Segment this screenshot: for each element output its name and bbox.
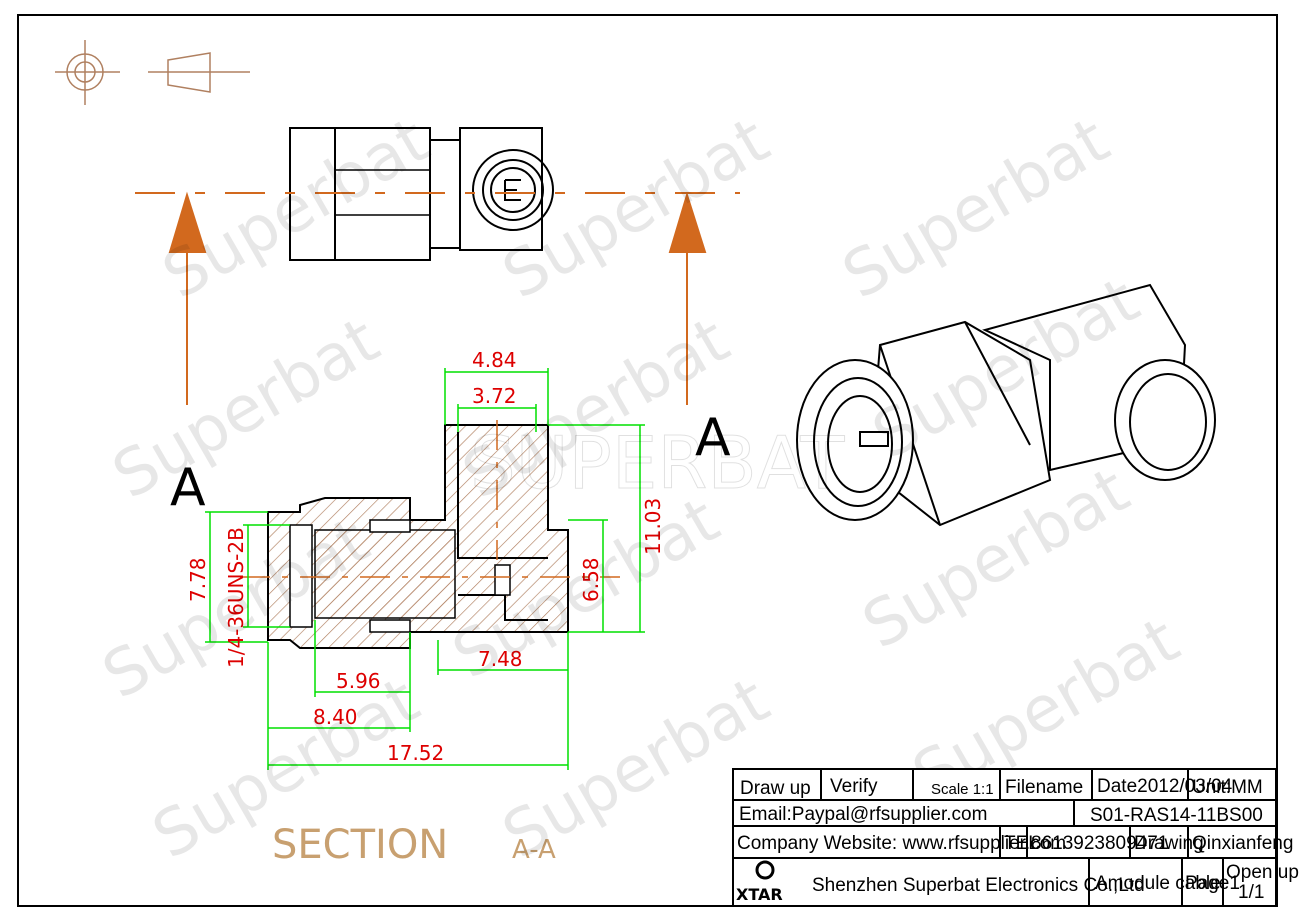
dim-6-58: 6.58 [579, 557, 603, 602]
xtar-logo: XTAR [736, 860, 783, 904]
title-block [732, 768, 1277, 907]
dim-4-84: 4.84 [472, 348, 517, 372]
section-view [240, 420, 620, 649]
page-label: Page1 [1185, 873, 1240, 894]
verify-label: Verify [830, 776, 878, 797]
svg-text:Superbat: Superbat [151, 104, 441, 314]
tel-number: 8613923809471 [1031, 833, 1168, 854]
date-label: Date2012/03/04 [1097, 776, 1233, 797]
svg-text:XTAR: XTAR [736, 885, 783, 904]
part-number: S01-RAS14-11BS00 [1090, 805, 1263, 826]
dim-17-52: 17.52 [387, 741, 444, 765]
dim-3-72: 3.72 [472, 384, 517, 408]
dim-5-96: 5.96 [336, 669, 381, 693]
product-name: Amodule cable [1095, 873, 1221, 894]
drawer-name: Qinxianfeng [1192, 833, 1293, 854]
section-marker-right: A [695, 408, 731, 468]
open-up-count: 1/1 [1238, 882, 1264, 903]
section-arrows [168, 191, 707, 405]
email-label: Email:Paypal@rfsupplier.com [739, 804, 987, 825]
connector-3d-view [796, 283, 1216, 527]
drawing-border [17, 14, 1278, 907]
draw-up-label: Draw up [740, 778, 811, 799]
drawing-label: Drawing [1134, 833, 1204, 854]
dim-thread: 1/4-36UNS-2B [224, 527, 248, 668]
tel-label: TEL [1004, 833, 1039, 854]
filename-label: Filename [1005, 777, 1083, 798]
company-name: Shenzhen Superbat Electronics Co.,Ltd [812, 875, 1145, 896]
dim-7-78: 7.78 [186, 557, 210, 602]
dimension-lines [205, 368, 645, 770]
dim-8-40: 8.40 [313, 705, 358, 729]
dim-7-48: 7.48 [478, 647, 523, 671]
projection-symbol [55, 40, 250, 105]
section-suffix: A-A [512, 835, 556, 865]
scale-label: Scale 1:1 [931, 781, 994, 798]
open-up-label: Open up [1226, 862, 1299, 883]
svg-text:Superbat: Superbat [101, 304, 391, 514]
section-title: SECTION [272, 822, 448, 868]
svg-text:SUPERBAT: SUPERBAT [470, 421, 845, 505]
svg-text:Superbat: Superbat [831, 104, 1121, 314]
dim-11-03: 11.03 [641, 498, 665, 555]
top-view [135, 127, 740, 261]
website-label: Company Website: www.rfsupplier.com [737, 833, 1066, 854]
unit-label: Unit:MM [1192, 777, 1263, 798]
svg-text:Superbat: Superbat [491, 104, 781, 314]
section-marker-left: A [170, 458, 206, 518]
